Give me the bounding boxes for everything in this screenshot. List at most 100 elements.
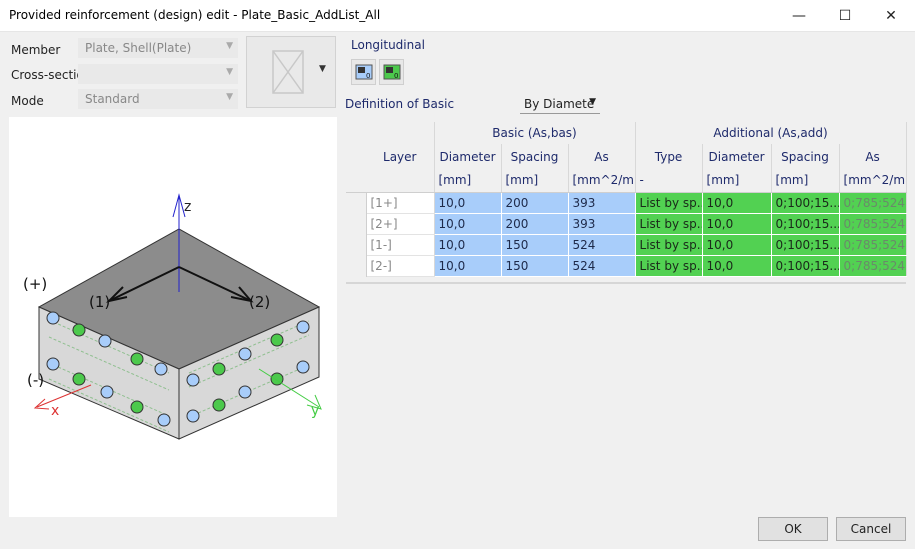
blue-rebar-grid-icon: 0 <box>355 64 372 80</box>
green-rebar-grid-icon: 0 <box>383 64 400 80</box>
col-header-add-as[interactable]: As <box>839 144 907 169</box>
plate-3d-view: z (1) (2) (+) (-) x y <box>23 193 322 440</box>
col-header-add-type[interactable]: Type <box>635 144 703 169</box>
add-diameter-cell[interactable]: 10,0 <box>702 234 772 256</box>
add-as-cell[interactable]: 0;785;524... <box>839 192 907 214</box>
basic-as-cell[interactable]: 524 <box>568 234 636 256</box>
col-header-layer[interactable]: Layer <box>366 144 435 169</box>
member-label: Member <box>11 43 61 57</box>
add-spacing-cell[interactable]: 0;100;15... <box>771 213 840 235</box>
add-spacing-cell[interactable]: 0;100;15... <box>771 255 840 277</box>
basic-spacing-cell[interactable]: 150 <box>501 234 569 256</box>
minus-face-label: (-) <box>27 371 44 389</box>
add-diameter-cell[interactable]: 10,0 <box>702 192 772 214</box>
basic-diameter-cell[interactable]: 10,0 <box>434 213 502 235</box>
direction-1-label: (1) <box>89 293 110 311</box>
table-bottom-border <box>346 282 906 284</box>
table-row[interactable]: [2-] 10,0 150 524 List by sp... 10,0 0;1… <box>346 255 907 277</box>
maximize-button[interactable]: ☐ <box>822 0 868 32</box>
mode-value: Standard <box>85 92 140 106</box>
basic-as-cell[interactable]: 524 <box>568 255 636 277</box>
preview-dropdown-icon[interactable]: ▼ <box>319 64 326 74</box>
row-header[interactable] <box>346 213 367 234</box>
additional-group-header: Additional (As,add) <box>635 122 907 144</box>
basic-diameter-cell[interactable]: 10,0 <box>434 192 502 214</box>
add-type-cell[interactable]: List by sp... <box>635 255 703 277</box>
close-icon: ✕ <box>885 8 897 24</box>
unit-basic-spacing: [mm] <box>501 169 569 193</box>
mode-select[interactable]: Standard ▼ <box>78 89 238 109</box>
layer-cell[interactable]: [1+] <box>366 192 435 214</box>
x-axis <box>36 384 92 408</box>
empty-picture-icon <box>272 50 304 94</box>
add-as-cell[interactable]: 0;785;524... <box>839 234 907 256</box>
add-as-cell[interactable]: 0;785;524... <box>839 213 907 235</box>
cancel-button[interactable]: Cancel <box>836 517 906 541</box>
table-row[interactable]: [1-] 10,0 150 524 List by sp... 10,0 0;1… <box>346 234 907 256</box>
y-axis <box>258 368 320 408</box>
minimize-button[interactable]: — <box>776 0 822 32</box>
unit-layer <box>366 169 435 193</box>
row-header[interactable] <box>346 234 367 255</box>
title-bar: Provided reinforcement (design) edit - P… <box>0 0 915 32</box>
cross-section-label: Cross-sectio <box>11 68 84 82</box>
y-axis-label: y <box>311 403 319 419</box>
col-header-basic-spacing[interactable]: Spacing <box>501 144 569 169</box>
add-diameter-cell[interactable]: 10,0 <box>702 255 772 277</box>
row-header[interactable] <box>346 255 367 276</box>
unit-add-as: [mm^2/m] <box>839 169 907 193</box>
col-header-add-diameter[interactable]: Diameter <box>702 144 772 169</box>
reinforcement-table: Basic (As,bas) Additional (As,add) Layer… <box>346 122 907 277</box>
add-spacing-cell[interactable]: 0;100;15... <box>771 192 840 214</box>
col-header-basic-diameter[interactable]: Diameter <box>434 144 502 169</box>
chevron-down-icon: ▼ <box>226 67 233 77</box>
longitudinal-label: Longitudinal <box>351 38 425 52</box>
definition-of-basic-select[interactable]: By Diamete ▼ <box>520 96 600 114</box>
basic-spacing-cell[interactable]: 200 <box>501 213 569 235</box>
basic-as-cell[interactable]: 393 <box>568 192 636 214</box>
ok-button[interactable]: OK <box>758 517 828 541</box>
basic-spacing-cell[interactable]: 200 <box>501 192 569 214</box>
basic-layer-button[interactable]: 0 <box>351 59 376 85</box>
add-type-cell[interactable]: List by sp... <box>635 192 703 214</box>
direction-2-label: (2) <box>249 293 270 311</box>
definition-of-basic-value: By Diamete <box>524 97 595 111</box>
basic-spacing-cell[interactable]: 150 <box>501 255 569 277</box>
col-header-basic-as[interactable]: As <box>568 144 636 169</box>
unit-add-diameter: [mm] <box>702 169 772 193</box>
layer-cell[interactable]: [2-] <box>366 255 435 277</box>
mode-label: Mode <box>11 94 44 108</box>
chevron-down-icon: ▼ <box>226 92 233 102</box>
cancel-label: Cancel <box>850 522 892 536</box>
basic-as-cell[interactable]: 393 <box>568 213 636 235</box>
add-spacing-cell[interactable]: 0;100;15... <box>771 234 840 256</box>
basic-diameter-cell[interactable]: 10,0 <box>434 234 502 256</box>
ok-label: OK <box>784 522 802 536</box>
add-diameter-cell[interactable]: 10,0 <box>702 213 772 235</box>
svg-text:0: 0 <box>366 72 370 80</box>
member-select[interactable]: Plate, Shell(Plate) ▼ <box>78 38 238 58</box>
basic-diameter-cell[interactable]: 10,0 <box>434 255 502 277</box>
add-type-cell[interactable]: List by sp... <box>635 213 703 235</box>
cross-section-select[interactable]: ▼ <box>78 64 238 84</box>
additional-layer-button[interactable]: 0 <box>379 59 404 85</box>
unit-add-spacing: [mm] <box>771 169 840 193</box>
add-type-cell[interactable]: List by sp... <box>635 234 703 256</box>
unit-basic-as: [mm^2/m] <box>568 169 636 193</box>
maximize-icon: ☐ <box>838 8 852 24</box>
layer-cell[interactable]: [2+] <box>366 213 435 235</box>
window-title: Provided reinforcement (design) edit - P… <box>9 8 381 22</box>
section-preview-button[interactable] <box>246 36 336 108</box>
svg-text:0: 0 <box>394 72 398 80</box>
table-row[interactable]: [1+] 10,0 200 393 List by sp... 10,0 0;1… <box>346 192 907 214</box>
plus-face-label: (+) <box>23 275 47 293</box>
row-header[interactable] <box>346 192 367 213</box>
member-value: Plate, Shell(Plate) <box>85 41 192 55</box>
close-button[interactable]: ✕ <box>868 0 914 32</box>
basic-group-header: Basic (As,bas) <box>434 122 636 144</box>
table-row[interactable]: [2+] 10,0 200 393 List by sp... 10,0 0;1… <box>346 213 907 235</box>
col-header-add-spacing[interactable]: Spacing <box>771 144 840 169</box>
definition-of-basic-label: Definition of Basic <box>345 97 455 111</box>
add-as-cell[interactable]: 0;785;524... <box>839 255 907 277</box>
layer-cell[interactable]: [1-] <box>366 234 435 256</box>
